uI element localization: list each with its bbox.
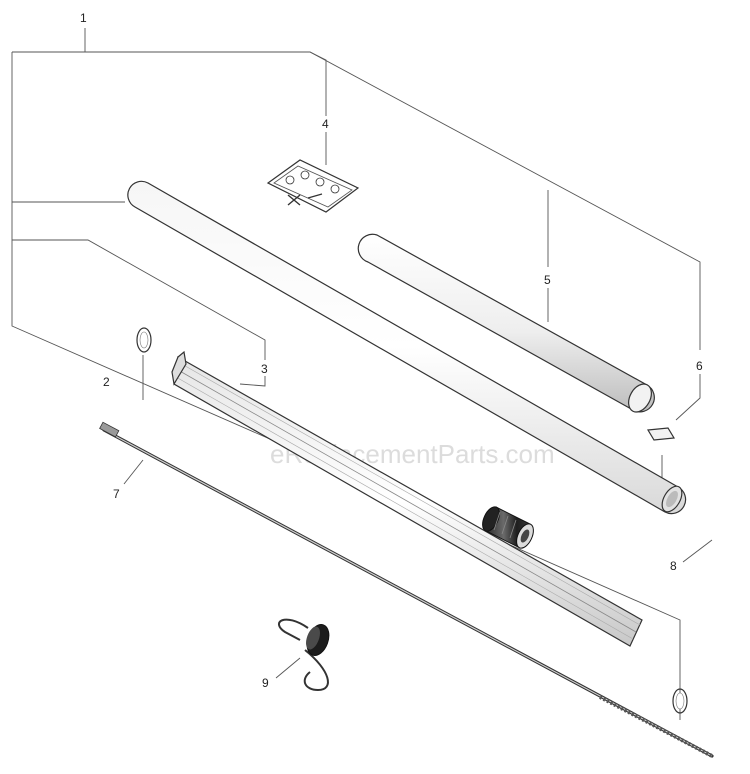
leader-lines bbox=[11, 28, 713, 720]
warning-decal bbox=[266, 159, 360, 213]
main-shaft-tube bbox=[127, 180, 687, 515]
callout-4: 4 bbox=[322, 117, 329, 131]
drive-shaft bbox=[99, 421, 714, 758]
callout-labels: 1 2 3 4 5 6 7 8 9 bbox=[80, 11, 703, 690]
bushing bbox=[482, 506, 534, 549]
retaining-ring-upper bbox=[136, 327, 152, 353]
callout-5: 5 bbox=[544, 273, 551, 287]
hanger-hook bbox=[278, 618, 330, 692]
callout-6: 6 bbox=[696, 359, 703, 373]
retaining-ring-lower bbox=[672, 688, 688, 714]
callout-3: 3 bbox=[261, 362, 268, 376]
callout-9: 9 bbox=[262, 676, 269, 690]
grip-foam-tube bbox=[357, 233, 655, 413]
liner bbox=[171, 350, 643, 647]
small-label bbox=[646, 427, 676, 441]
callout-1: 1 bbox=[80, 11, 87, 25]
callout-8: 8 bbox=[670, 559, 677, 573]
callout-2: 2 bbox=[103, 375, 110, 389]
callout-7: 7 bbox=[113, 487, 120, 501]
